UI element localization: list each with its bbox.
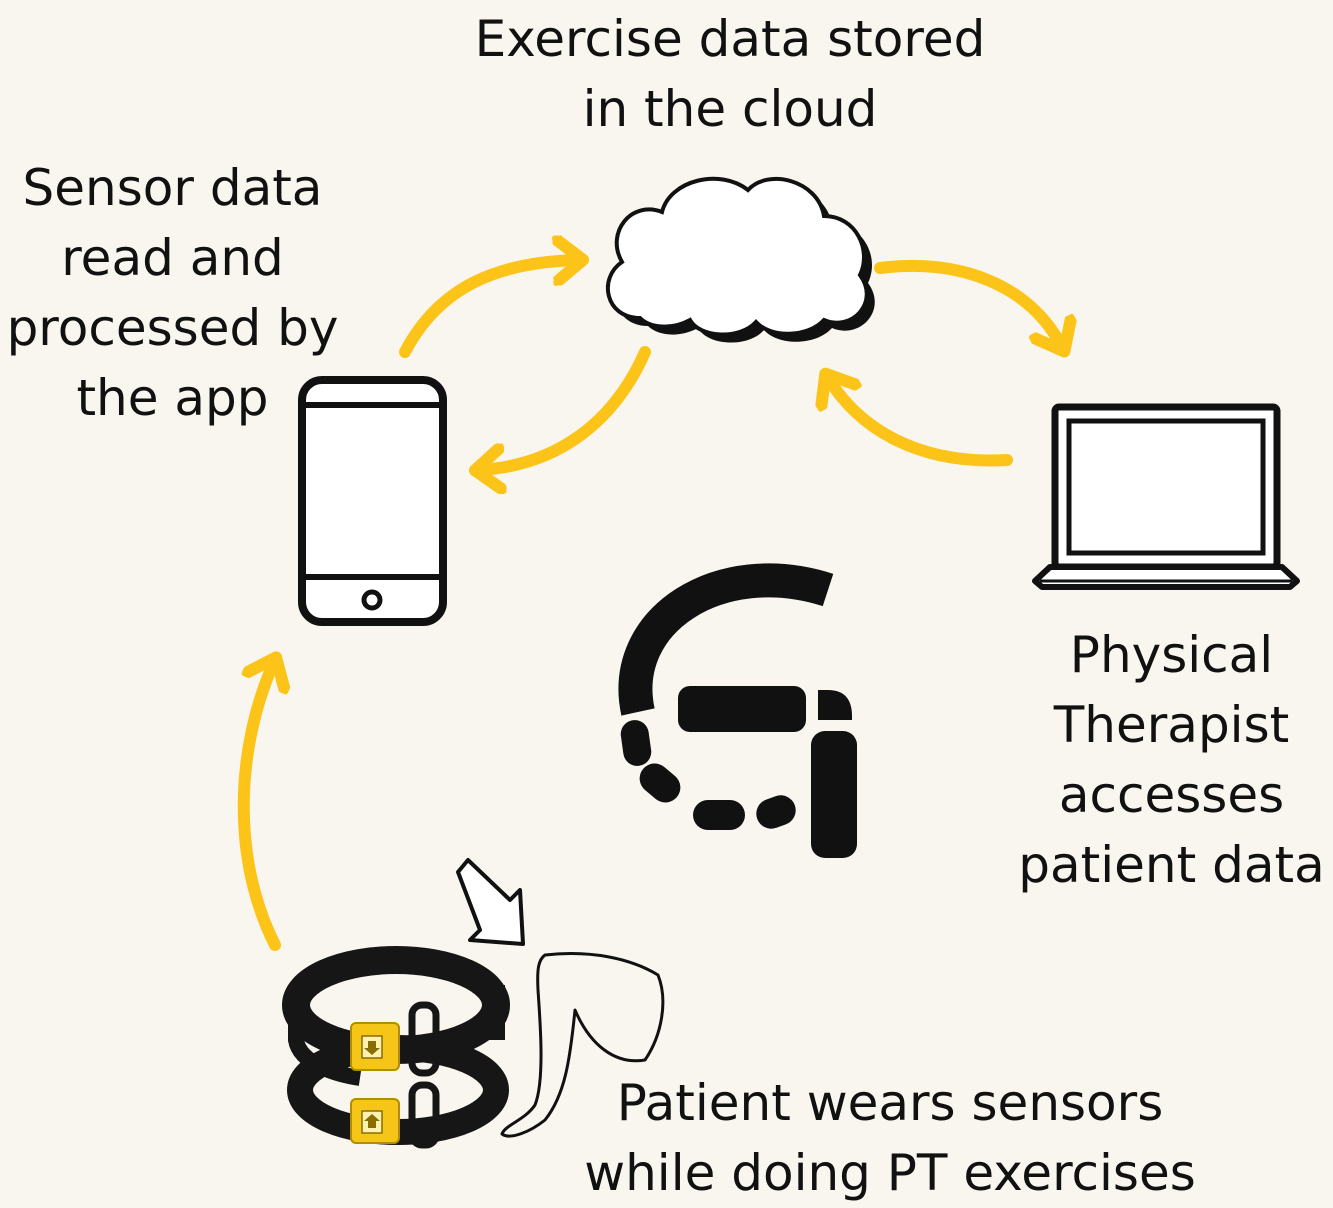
caption-line: Exercise data stored [474, 10, 986, 68]
caption-line: read and [61, 229, 284, 287]
arrow-laptop-to-cloud [828, 378, 1013, 467]
brand-logo [618, 563, 857, 858]
caption-line: Therapist [1053, 696, 1290, 754]
caption-app-processing: Sensor data read and processed by the ap… [0, 153, 345, 433]
caption-line: Patient wears sensors [616, 1074, 1164, 1132]
pointer-arrow-icon [456, 858, 525, 946]
leg-icon [500, 952, 665, 1138]
arrow-sensors-to-phone [237, 662, 275, 951]
caption-line: patient data [1018, 836, 1325, 894]
caption-line: in the cloud [582, 80, 878, 138]
caption-line: while doing PT exercises [584, 1144, 1196, 1202]
caption-patient-sensors: Patient wears sensors while doing PT exe… [560, 1068, 1220, 1208]
caption-line: processed by [6, 299, 339, 357]
caption-line: accesses [1058, 766, 1285, 824]
caption-cloud-storage: Exercise data stored in the cloud [430, 4, 1030, 144]
arrow-phone-to-cloud [399, 260, 578, 358]
arrow-cloud-to-phone [480, 346, 651, 470]
caption-line: Physical [1069, 626, 1274, 684]
cloud-icon [605, 176, 875, 343]
arrow-cloud-to-laptop [874, 259, 1062, 347]
caption-line: the app [76, 369, 269, 427]
caption-line: Sensor data [22, 159, 323, 217]
laptop-icon [1032, 403, 1300, 590]
caption-physical-therapist: Physical Therapist accesses patient data [1010, 620, 1333, 900]
sensor-bands-icon [282, 946, 510, 1149]
flow-arrows [237, 259, 1062, 951]
smartphone-icon [298, 376, 447, 626]
